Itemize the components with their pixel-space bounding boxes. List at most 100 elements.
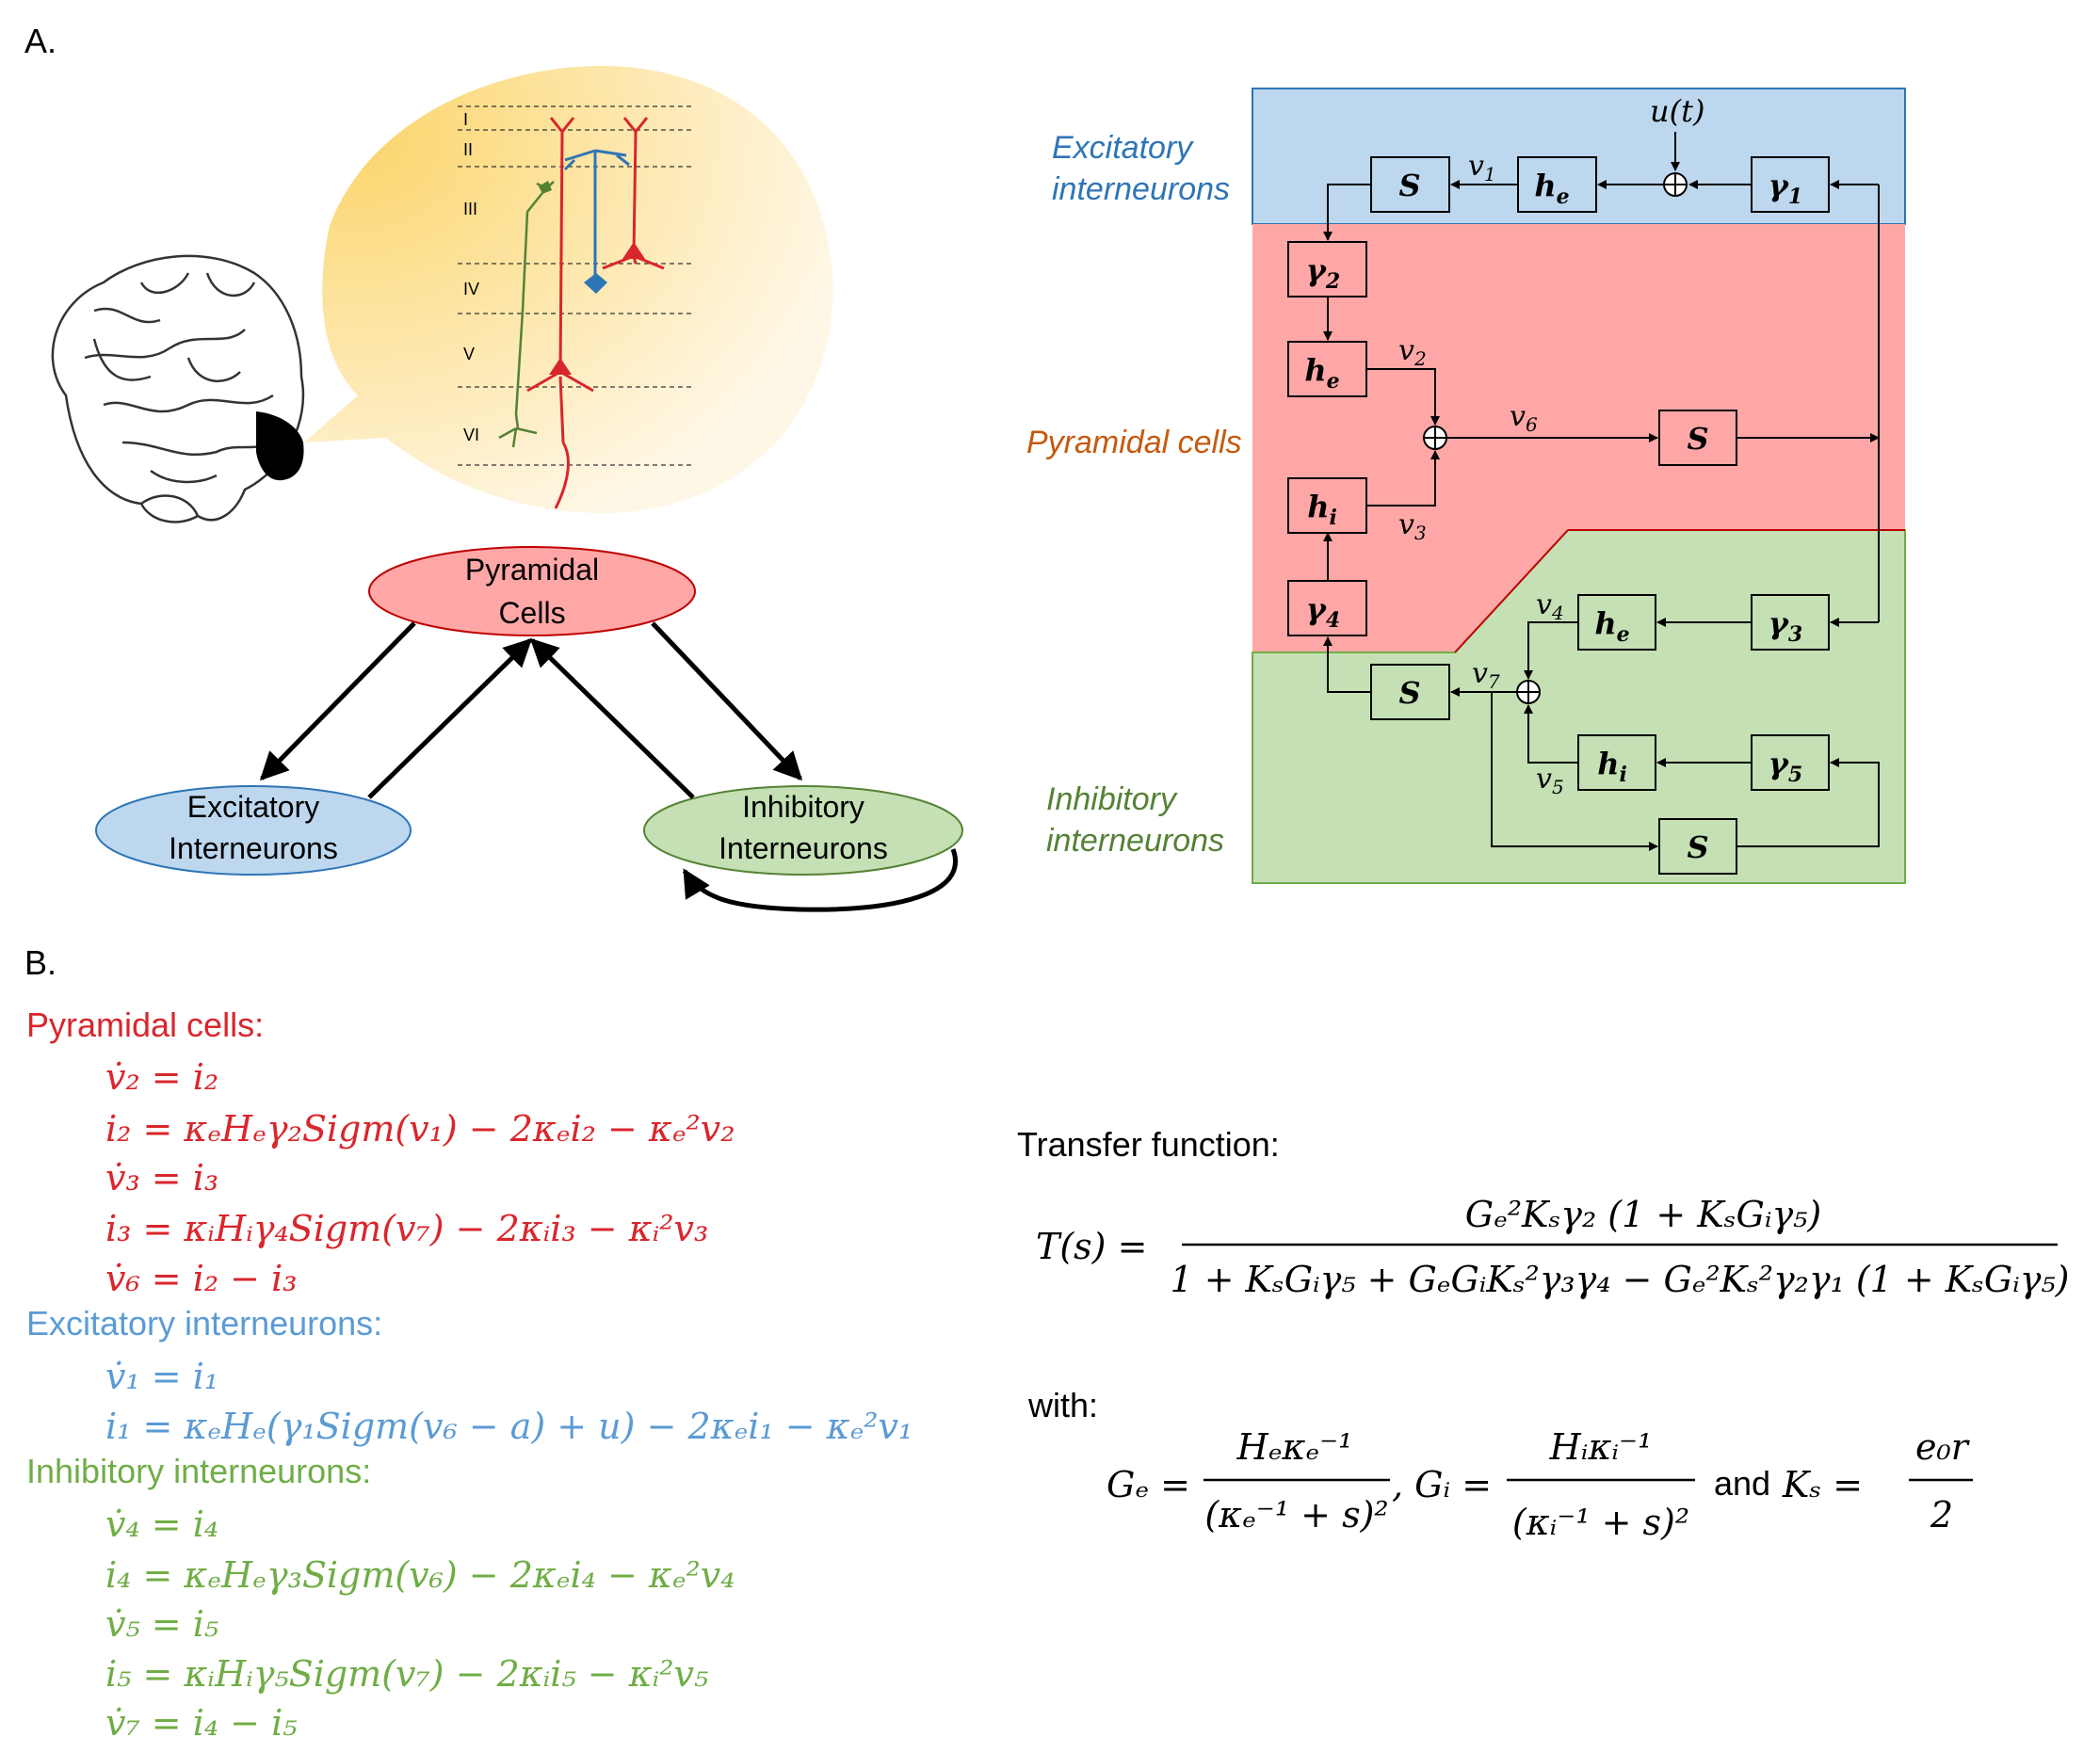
inhibitory-interneurons-node xyxy=(643,785,963,876)
pyramidal-cells-node xyxy=(368,546,696,636)
layer-label-iii: III xyxy=(463,200,477,218)
sum-junction-pyramidal xyxy=(1423,426,1447,450)
excitatory-interneurons-node xyxy=(95,785,412,876)
signal-v3: v3 xyxy=(1398,508,1427,544)
block-hi-inhibitory-label: hi xyxy=(1597,746,1627,787)
transfer-denominator: 1 + KₛGᵢγ₅ + GₑGᵢKₛ²γ₃γ₄ − Gₑ²Kₛ²γ₂γ₁ (1… xyxy=(1171,1259,2070,1300)
panel-b-label: B. xyxy=(24,943,57,982)
link-v5 xyxy=(1524,704,1578,764)
layer-label-i: I xyxy=(463,110,468,129)
neuron-green-soma xyxy=(539,181,552,194)
feedback-to-gamma5 xyxy=(1737,758,1880,847)
ge-lhs: Gₑ = xyxy=(1107,1464,1190,1505)
signal-v7: v7 xyxy=(1472,657,1500,693)
pyramidal-equations: Pyramidal cells: v̇₂ = i₂ i₂ = κₑHₑγ₂Sig… xyxy=(26,1005,735,1299)
block-gamma5-label: γ5 xyxy=(1769,746,1802,787)
sum-junction-inhibitory xyxy=(1516,680,1541,704)
block-hi-pyramidal-label: hi xyxy=(1307,489,1337,530)
pyramidal-eq-5: v̇₆ = i₂ − i₃ xyxy=(105,1258,297,1299)
inhibitory-eq-3: v̇₅ = i₅ xyxy=(105,1603,218,1645)
excitatory-eq-1: v̇₁ = i₁ xyxy=(105,1356,218,1397)
inhibitory-eq-2: i₄ = κₑHₑγ₃Sigm(v₆) − 2κₑi₄ − κₑ²v₄ xyxy=(105,1554,735,1596)
signal-v5: v5 xyxy=(1536,763,1564,798)
link-v3 xyxy=(1366,450,1440,507)
inhibitory-region-label-2: interneurons xyxy=(1046,823,1224,859)
arrow-pyramidal-to-excitatory xyxy=(259,621,416,781)
signal-v4: v4 xyxy=(1536,588,1564,624)
ge-denominator: (κₑ⁻¹ + s)² xyxy=(1204,1494,1388,1536)
signal-v1: v1 xyxy=(1468,150,1496,185)
ge-numerator: Hₑκₑ⁻¹ xyxy=(1236,1426,1353,1468)
inhibitory-region-label-1: Inhibitory xyxy=(1046,781,1178,817)
block-s-inhibitory-label: S xyxy=(1398,675,1420,711)
inhibitory-eq-5: v̇₇ = i₄ − i₅ xyxy=(105,1702,297,1744)
transfer-function: Transfer function: T(s) = Gₑ²Kₛγ₂ (1 + K… xyxy=(1017,1125,2070,1543)
gi-denominator: (κᵢ⁻¹ + s)² xyxy=(1512,1502,1689,1543)
neuron-red-large xyxy=(526,117,594,509)
transfer-title: Transfer function: xyxy=(1017,1125,1280,1164)
input-label: u(t) xyxy=(1650,93,1704,129)
pyramidal-eq-2: i₂ = κₑHₑγ₂Sigm(v₁) − 2κₑi₂ − κₑ²v₂ xyxy=(105,1108,735,1150)
block-s-pyramidal-label: S xyxy=(1687,421,1708,457)
neuron-red-small-soma xyxy=(622,242,645,259)
inhibitory-eq-4: i₅ = κᵢHᵢγ₅Sigm(v₇) − 2κᵢi₅ − κᵢ²v₅ xyxy=(105,1653,708,1695)
inhibitory-eq-1: v̇₄ = i₄ xyxy=(105,1504,218,1545)
signal-v2: v2 xyxy=(1398,334,1427,370)
pyramidal-node-label-1: Pyramidal xyxy=(465,553,599,587)
link-v4 xyxy=(1524,621,1578,680)
block-s-excitatory-label: S xyxy=(1398,168,1420,203)
link-s-gamma4 xyxy=(1323,636,1371,693)
transfer-numerator: Gₑ²Kₛγ₂ (1 + KₛGᵢγ₅) xyxy=(1465,1194,1821,1235)
block-s-feedback-label: S xyxy=(1687,829,1708,865)
inhibitory-equations: Inhibitory interneurons: v̇₄ = i₄ i₄ = κ… xyxy=(26,1452,735,1744)
block-he-excitatory-label: he xyxy=(1534,168,1569,209)
arrow-inhibitory-to-pyramidal xyxy=(529,637,695,799)
with-label: with: xyxy=(1027,1386,1098,1424)
panel-a-label: A. xyxy=(24,22,57,60)
arrow-inhibitory-self-loop xyxy=(682,848,958,912)
excitatory-eq-2: i₁ = κₑHₑ(γ₁Sigm(v₆ − a) + u) − 2κₑi₁ − … xyxy=(105,1406,913,1447)
link-v7-to-s xyxy=(1491,692,1658,851)
excitatory-node-label-1: Excitatory xyxy=(187,790,319,824)
ks-denominator: 2 xyxy=(1930,1494,1953,1536)
cortex-bubble xyxy=(304,66,833,513)
excitatory-region-label-1: Excitatory xyxy=(1052,130,1194,166)
inhibitory-equations-title: Inhibitory interneurons: xyxy=(26,1452,371,1490)
excitatory-node-label-2: Interneurons xyxy=(169,831,338,865)
neuron-blue xyxy=(563,149,630,282)
neuron-red-small xyxy=(602,117,665,270)
block-he-inhibitory-label: he xyxy=(1594,605,1629,647)
pyramidal-region-label: Pyramidal cells xyxy=(1026,425,1242,460)
pyramidal-eq-4: i₃ = κᵢHᵢγ₄Sigm(v₇) − 2κᵢi₃ − κᵢ²v₃ xyxy=(105,1208,708,1249)
brain-illustration xyxy=(51,254,305,523)
pyramidal-eq-3: v̇₃ = i₃ xyxy=(105,1157,218,1198)
block-gamma2-label: γ2 xyxy=(1306,252,1340,294)
excitatory-equations: Excitatory interneurons: v̇₁ = i₁ i₁ = κ… xyxy=(26,1304,913,1447)
signal-v6: v6 xyxy=(1510,400,1538,436)
block-gamma1-label: γ1 xyxy=(1769,168,1802,209)
neuron-blue-soma xyxy=(584,273,607,294)
excitatory-equations-title: Excitatory interneurons: xyxy=(26,1304,382,1343)
layer-label-vi: VI xyxy=(463,426,479,444)
link-v2 xyxy=(1366,368,1440,426)
layer-label-ii: II xyxy=(463,140,473,159)
arrow-excitatory-to-pyramidal xyxy=(367,637,533,799)
pyramidal-eq-1: v̇₂ = i₂ xyxy=(105,1056,218,1098)
region-diagonal-border xyxy=(1454,529,1569,653)
excitatory-region-label-2: interneurons xyxy=(1052,171,1230,207)
ks-numerator: e₀r xyxy=(1915,1426,1971,1468)
neuron-red-large-soma xyxy=(549,358,572,375)
transfer-lhs: T(s) = xyxy=(1036,1226,1147,1267)
arrow-pyramidal-to-inhibitory xyxy=(651,621,803,781)
inhibitory-node-label-1: Inhibitory xyxy=(742,790,864,824)
pyramidal-equations-title: Pyramidal cells: xyxy=(26,1005,264,1044)
gi-lhs: , Gᵢ = xyxy=(1392,1464,1492,1505)
layer-label-iv: IV xyxy=(463,280,479,298)
block-gamma3-label: γ3 xyxy=(1769,605,1802,647)
pyramidal-node-label-2: Cells xyxy=(498,596,565,630)
occipital-highlight xyxy=(256,411,304,481)
link-s-gamma2 xyxy=(1323,184,1371,241)
gi-numerator: Hᵢκᵢ⁻¹ xyxy=(1549,1426,1653,1468)
layer-label-v: V xyxy=(463,345,475,363)
